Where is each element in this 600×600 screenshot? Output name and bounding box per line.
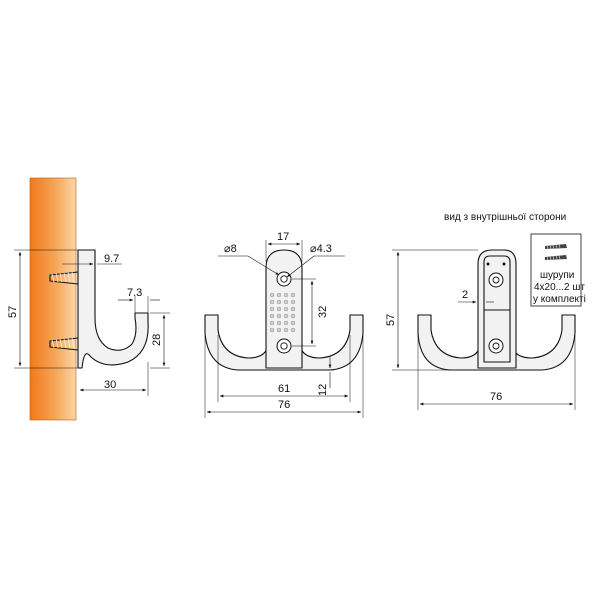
back-view-title: вид з внутрішньої сторони bbox=[444, 212, 566, 223]
side-depth-dim: 28 bbox=[151, 334, 163, 346]
back-hole-bottom bbox=[488, 338, 504, 354]
back-plate bbox=[477, 249, 517, 369]
hook-side-profile bbox=[77, 249, 149, 369]
front-top-width-dim: 17 bbox=[277, 231, 289, 243]
screw-icon bbox=[545, 243, 567, 250]
screws-note-line2: 4x20...2 шт bbox=[534, 282, 585, 293]
front-hole-top bbox=[276, 271, 292, 287]
front-inner-width-dim: 61 bbox=[278, 383, 290, 395]
front-hole-bottom bbox=[276, 338, 292, 354]
front-hole-spacing-dim: 32 bbox=[317, 306, 329, 318]
back-view: вид з внутрішньої сторони 57 2 76 bbox=[385, 212, 576, 410]
back-height-dim: 57 bbox=[385, 314, 397, 326]
back-plate-rib bbox=[483, 255, 511, 363]
front-plate-dots bbox=[269, 292, 296, 333]
screws-note-line1: шурупи bbox=[540, 270, 574, 281]
side-tip-dim: 7.3 bbox=[127, 287, 142, 299]
front-hole-large-dim: ⌀8 bbox=[224, 243, 237, 255]
screw-icon bbox=[545, 254, 567, 261]
back-wall-dim: 2 bbox=[462, 289, 468, 301]
side-view: 57 9.7 7.3 28 30 bbox=[7, 177, 170, 421]
side-height-dim: 57 bbox=[7, 306, 19, 318]
screws-note-box: шурупи 4x20...2 шт у комплекті bbox=[530, 233, 586, 307]
front-view: 17 ⌀8 ⌀4.3 32 12 61 76 bbox=[204, 231, 364, 418]
side-offset-dim: 9.7 bbox=[104, 253, 119, 265]
back-overall-width-dim: 76 bbox=[490, 391, 502, 403]
screws-note-line3: у комплекті bbox=[533, 294, 586, 305]
back-hole-top bbox=[488, 272, 504, 288]
front-hook-body bbox=[204, 314, 364, 371]
side-projection-dim: 30 bbox=[104, 379, 116, 391]
wall bbox=[29, 177, 77, 421]
front-overall-width-dim: 76 bbox=[278, 399, 290, 411]
front-bottom-offset-dim: 12 bbox=[317, 384, 329, 396]
back-hook-body bbox=[417, 314, 576, 371]
front-hole-small-dim: ⌀4.3 bbox=[310, 243, 332, 255]
